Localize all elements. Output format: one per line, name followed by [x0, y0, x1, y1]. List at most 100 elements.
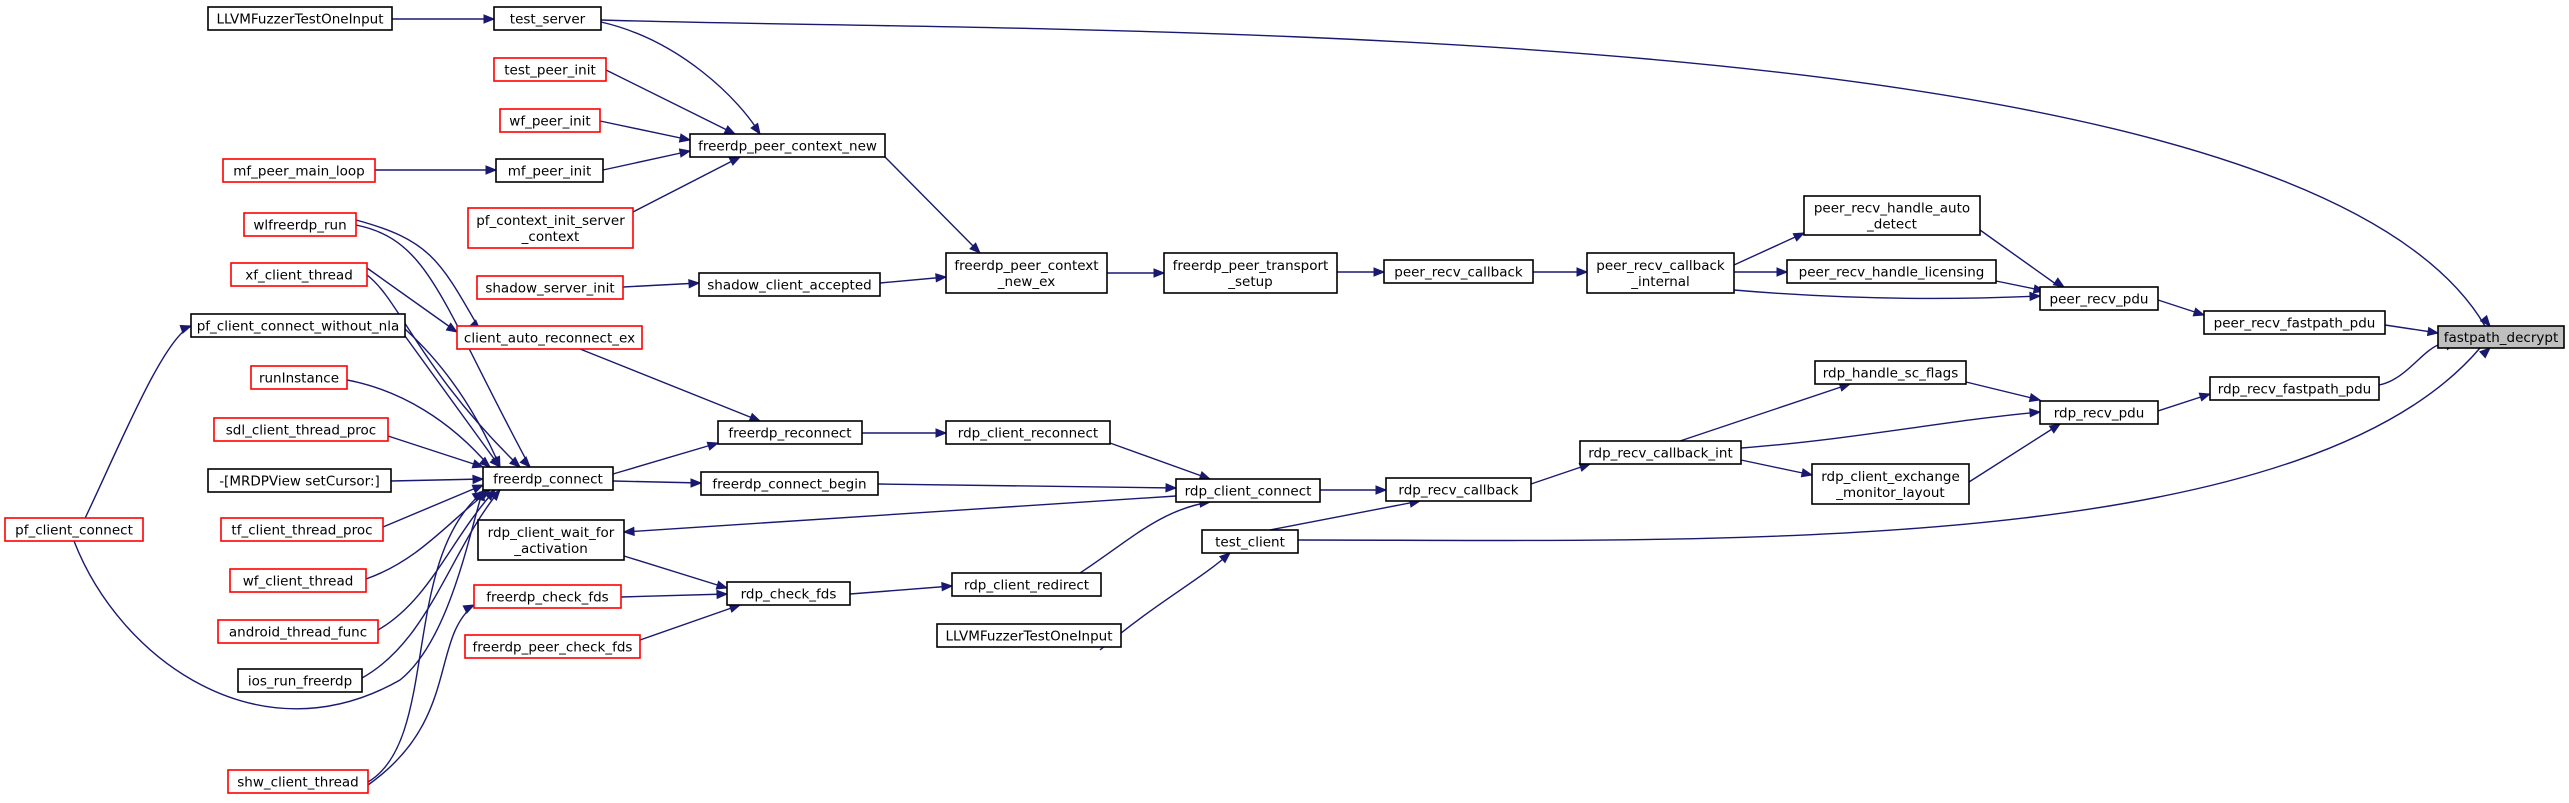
- call-edge-41: [612, 478, 703, 488]
- arrowhead-icon: [969, 242, 981, 254]
- node-sdl-client-thread-proc[interactable]: sdl_client_thread_proc: [213, 417, 389, 442]
- node-test-server[interactable]: test_server: [493, 6, 602, 31]
- node-mrdpview-setcursor[interactable]: -[MRDPView setCursor:]: [207, 468, 392, 493]
- node-llvmfuzzertestoneinput-1[interactable]: LLVMFuzzerTestOneInput: [207, 6, 393, 31]
- node-freerdp-check-fds[interactable]: freerdp_check_fds: [473, 584, 622, 609]
- node-rdp-recv-fastpath-pdu[interactable]: rdp_recv_fastpath_pdu: [2209, 376, 2380, 401]
- call-edge-31: [622, 278, 701, 289]
- node-freerdp-peer-context-new-ex[interactable]: freerdp_peer_context_new_ex: [945, 252, 1108, 294]
- node-test-client[interactable]: test_client: [1201, 529, 1299, 554]
- node-freerdp-peer-context-new[interactable]: freerdp_peer_context_new: [689, 133, 886, 158]
- edge-line: [367, 491, 484, 783]
- node-box: [217, 619, 379, 644]
- node-rdp-client-exchange-monitor-layout[interactable]: rdp_client_exchange_monitor_layout: [1811, 463, 1970, 505]
- node-box: [464, 634, 641, 659]
- edge-line: [73, 325, 192, 542]
- node-shadow-client-accepted[interactable]: shadow_client_accepted: [698, 272, 881, 297]
- node-client-auto-reconnect-ex[interactable]: client_auto_reconnect_ex: [456, 325, 643, 350]
- node-tf-client-thread-proc[interactable]: tf_client_thread_proc: [220, 517, 384, 542]
- node-box: [476, 275, 624, 300]
- call-edge-9: [1965, 381, 2042, 403]
- node-peer-recv-callback[interactable]: peer_recv_callback: [1383, 259, 1534, 284]
- call-edge-27: [622, 495, 1177, 537]
- arrowhead-icon: [179, 324, 193, 334]
- node-shadow-server-init[interactable]: shadow_server_init: [476, 275, 624, 300]
- node-label: xf_client_thread: [245, 268, 353, 284]
- node-box: [2203, 310, 2386, 335]
- node-peer-recv-handle-licensing[interactable]: peer_recv_handle_licensing: [1786, 259, 1997, 284]
- node-rdp-client-wait-for-activation[interactable]: rdp_client_wait_for_activation: [477, 519, 625, 561]
- call-edge-54: [361, 488, 501, 679]
- node-rdp-client-redirect[interactable]: rdp_client_redirect: [951, 572, 1102, 597]
- arrowhead-icon: [462, 604, 476, 614]
- call-edges: [73, 14, 2492, 786]
- arrowhead-icon: [715, 580, 729, 590]
- node-freerdp-reconnect[interactable]: freerdp_reconnect: [717, 420, 863, 445]
- edge-line: [877, 483, 1177, 489]
- node-pf-client-connect-without-nla[interactable]: pf_client_connect_without_nla: [190, 313, 406, 338]
- node-label: rdp_handle_sc_flags: [1823, 366, 1959, 382]
- node-peer-recv-handle-auto-detect[interactable]: peer_recv_handle_auto_detect: [1803, 195, 1981, 236]
- node-box: [190, 313, 406, 338]
- node-box: [222, 158, 376, 183]
- node-peer-recv-pdu[interactable]: peer_recv_pdu: [2039, 286, 2159, 311]
- node-label: shadow_client_accepted: [707, 278, 871, 294]
- node-label: peer_recv_handle_licensing: [1799, 265, 1985, 281]
- node-box: [698, 272, 881, 297]
- node-label: -[MRDPView setCursor:]: [219, 474, 380, 490]
- node-rdp-client-reconnect[interactable]: rdp_client_reconnect: [945, 420, 1111, 445]
- call-edge-60: [73, 488, 486, 710]
- node-freerdp-peer-transport-setup[interactable]: freerdp_peer_transport_setup: [1163, 252, 1338, 294]
- node-rdp-check-fds[interactable]: rdp_check_fds: [726, 581, 851, 606]
- call-edge-11: [1740, 408, 2042, 449]
- node-box: [4, 517, 144, 542]
- edge-line: [884, 156, 981, 254]
- node-pf-context-init-server-context[interactable]: pf_context_init_server_context: [467, 207, 634, 249]
- node-label: freerdp_peer_transport: [1173, 258, 1329, 274]
- node-peer-recv-fastpath-pdu[interactable]: peer_recv_fastpath_pdu: [2203, 310, 2386, 335]
- node-ios-run-freerdp[interactable]: ios_run_freerdp: [237, 668, 363, 693]
- node-rdp-recv-callback-int[interactable]: rdp_recv_callback_int: [1579, 440, 1742, 465]
- node-freerdp-peer-check-fds[interactable]: freerdp_peer_check_fds: [464, 634, 641, 659]
- node-wlfreerdp-run[interactable]: wlfreerdp_run: [243, 212, 357, 237]
- node-label: rdp_recv_pdu: [2054, 406, 2145, 422]
- node-fastpath-decrypt[interactable]: fastpath_decrypt: [2437, 325, 2565, 349]
- call-edge-8: [1733, 289, 2042, 302]
- node-box: [2039, 400, 2159, 425]
- node-wf-peer-init[interactable]: wf_peer_init: [499, 108, 601, 133]
- node-pf-client-connect[interactable]: pf_client_connect: [4, 517, 144, 542]
- node-box: [1803, 195, 1981, 236]
- edge-line: [600, 19, 2486, 327]
- arrowhead-icon: [1792, 232, 1806, 242]
- edge-line: [366, 267, 458, 333]
- node-test-peer-init[interactable]: test_peer_init: [493, 57, 607, 82]
- call-edge-18: [1337, 267, 1386, 277]
- node-box: [2039, 286, 2159, 311]
- node-android-thread-func[interactable]: android_thread_func: [217, 619, 379, 644]
- node-label: rdp_client_exchange: [1821, 469, 1960, 485]
- node-rdp-recv-pdu[interactable]: rdp_recv_pdu: [2039, 400, 2159, 425]
- node-llvmfuzzertestoneinput-2[interactable]: LLVMFuzzerTestOneInput: [936, 623, 1122, 648]
- arrowhead-icon: [2028, 392, 2042, 403]
- node-wf-client-thread[interactable]: wf_client_thread: [229, 568, 367, 593]
- call-edge-44: [639, 603, 742, 641]
- node-shw-client-thread[interactable]: shw_client_thread: [227, 769, 369, 794]
- node-mf-peer-main-loop[interactable]: mf_peer_main_loop: [222, 158, 376, 183]
- node-rdp-handle-sc-flags[interactable]: rdp_handle_sc_flags: [1814, 360, 1967, 385]
- node-label: runInstance: [259, 371, 339, 387]
- arrowhead-icon: [750, 122, 761, 136]
- node-rdp-recv-callback[interactable]: rdp_recv_callback: [1385, 477, 1532, 502]
- edge-line: [404, 335, 501, 468]
- edge-line: [1269, 500, 1421, 531]
- node-runinstance[interactable]: runInstance: [250, 365, 348, 390]
- node-peer-recv-callback-internal[interactable]: peer_recv_callback_internal: [1586, 252, 1735, 294]
- node-xf-client-thread[interactable]: xf_client_thread: [230, 262, 368, 287]
- call-edge-21: [1107, 268, 1166, 278]
- node-rdp-client-connect[interactable]: rdp_client_connect: [1175, 478, 1321, 503]
- node-mf-peer-init[interactable]: mf_peer_init: [495, 158, 604, 183]
- node-label: fastpath_decrypt: [2444, 330, 2559, 346]
- node-label: sdl_client_thread_proc: [226, 423, 376, 439]
- node-freerdp-connect-begin[interactable]: freerdp_connect_begin: [700, 471, 879, 496]
- edge-line: [1995, 280, 2041, 291]
- node-freerdp-connect[interactable]: freerdp_connect: [482, 466, 614, 491]
